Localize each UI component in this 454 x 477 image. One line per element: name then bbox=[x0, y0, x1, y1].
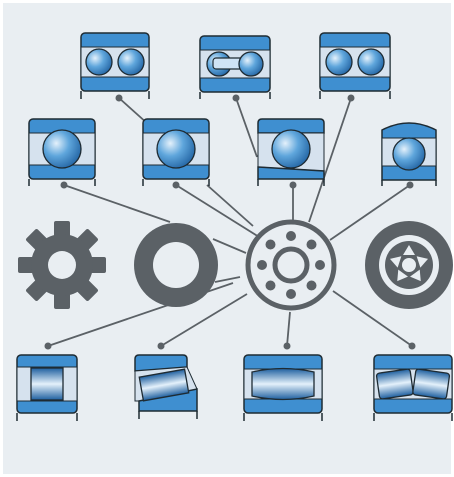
cylindrical-roller-bearing-icon bbox=[16, 354, 78, 421]
hub-ball bbox=[265, 280, 276, 291]
hub-ball bbox=[265, 239, 276, 250]
connector-line bbox=[332, 290, 413, 347]
connector-dot bbox=[347, 94, 355, 102]
connector-line bbox=[286, 311, 291, 347]
connector-line bbox=[235, 97, 258, 158]
hub-ball bbox=[286, 231, 296, 241]
connector-line bbox=[214, 276, 241, 283]
deep-groove-ball-bearing-icon bbox=[28, 118, 96, 186]
connector-dot bbox=[289, 181, 297, 189]
hub-ball bbox=[306, 239, 317, 250]
connector-dot bbox=[157, 342, 165, 350]
connector-line bbox=[329, 184, 411, 241]
double-row-ball-bearing-icon bbox=[80, 32, 150, 99]
hub-ball bbox=[286, 289, 296, 299]
hub-ball bbox=[257, 260, 267, 270]
connector-dot bbox=[115, 94, 123, 102]
connector-dots bbox=[44, 94, 416, 350]
connector-dot bbox=[60, 181, 68, 189]
connector-line bbox=[160, 293, 248, 347]
spherical-roller-bearing-icon bbox=[373, 354, 453, 421]
connector-dot bbox=[172, 181, 180, 189]
seal-ring-icon bbox=[134, 223, 218, 307]
double-row-ball-bearing-icon bbox=[319, 32, 391, 99]
connector-dot bbox=[283, 342, 291, 350]
connector-line bbox=[175, 184, 260, 238]
wheel-icon bbox=[365, 221, 453, 309]
connector-line bbox=[63, 184, 171, 223]
connector-line bbox=[308, 97, 352, 223]
barrel-roller-bearing-icon bbox=[243, 354, 323, 421]
connector-dot bbox=[232, 94, 240, 102]
tapered-roller-bearing-icon bbox=[134, 354, 198, 419]
angular-contact-ball-bearing-icon bbox=[257, 118, 325, 186]
connector-dot bbox=[408, 342, 416, 350]
deep-groove-ball-bearing-icon bbox=[142, 118, 210, 186]
self-aligning-ball-bearing-icon bbox=[381, 122, 437, 186]
hub-ball bbox=[315, 260, 325, 270]
hub-ball bbox=[306, 280, 317, 291]
gear-icon bbox=[18, 221, 106, 309]
connector-dot bbox=[406, 181, 414, 189]
thrust-bearing-icon bbox=[199, 35, 271, 99]
connector-dot bbox=[44, 342, 52, 350]
bearing-hub-icon bbox=[245, 219, 337, 311]
connector-line bbox=[206, 184, 254, 227]
connector-line bbox=[212, 238, 247, 254]
connector-line bbox=[118, 97, 149, 125]
